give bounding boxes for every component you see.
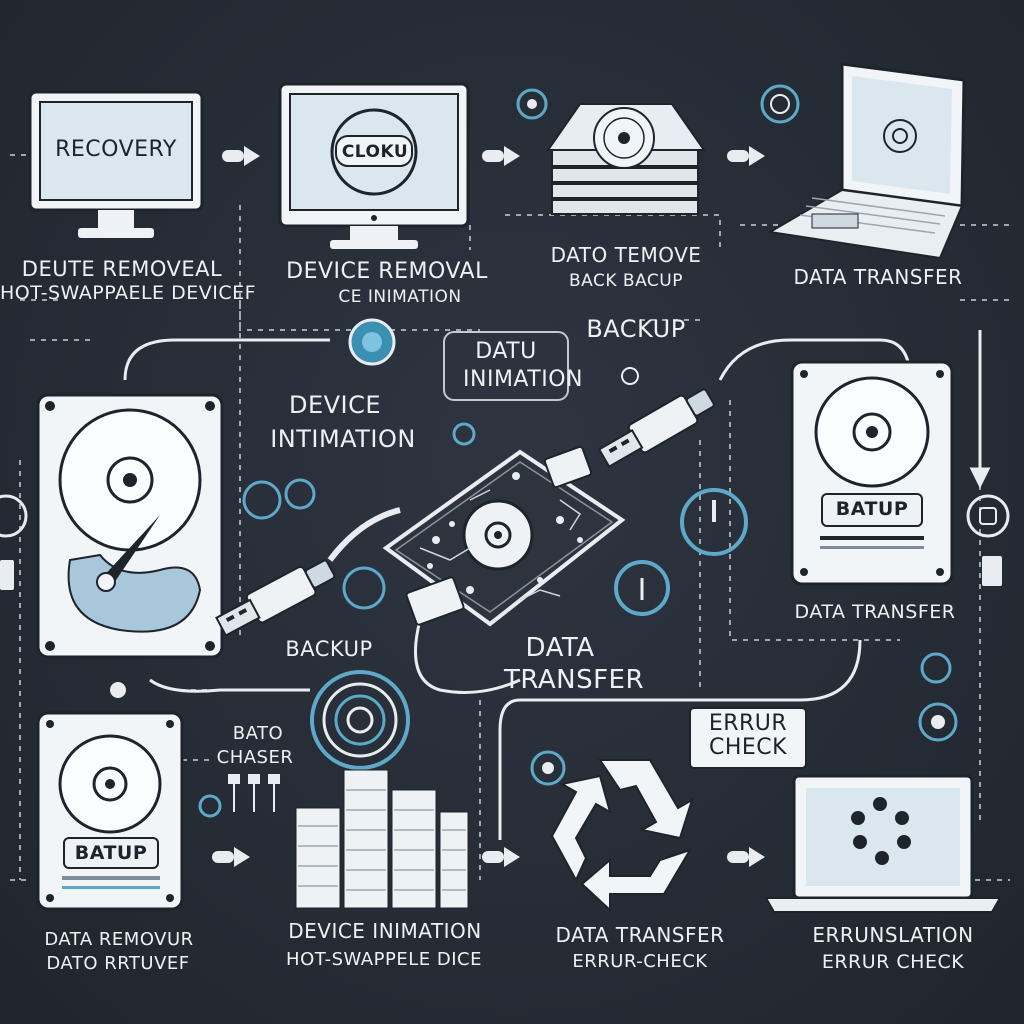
data-transfer-mid-line-2: Transfer [503,665,645,695]
target-icon [760,84,800,124]
target-icon [342,566,386,610]
error-check-line-2: Check [708,735,788,760]
flow-lines [123,330,991,840]
arrow-right-icons [212,146,765,867]
bottom-label-4-line-2: Errur Check [821,951,965,973]
arrow-right-icon [482,146,520,166]
data-transfer-right-label: Data Transfer [794,601,956,623]
device-intimation-line-2: Intimation [270,425,416,453]
arrow-right-icon [727,146,765,166]
step-label-1-line-1: Deute Removeal [21,257,223,281]
bato-chaser-line-1: Bato [232,723,284,744]
bottom-label-2-line-2: Hot-Swappele Dice [286,949,482,970]
monitor-icon [28,90,204,238]
target-icon [614,560,670,616]
arrow-right-icon [212,847,250,867]
bottom-label-3-line-2: Errur-Check [572,951,708,972]
target-icon [920,652,952,684]
bottom-label-4-line-1: Errunslation [812,923,974,947]
left-drive-label: Batup [74,842,148,864]
target-icon [621,367,639,385]
target-icon [110,682,126,698]
target-icon [918,702,958,742]
laptop-icon [764,774,1002,913]
arrow-right-icon [222,146,260,166]
target-icon [284,478,316,510]
arrow-right-icon [482,847,520,867]
recovery-screen-label: Recovery [55,137,177,162]
usb-plug-icon [597,388,715,469]
cloud-screen-label: Cloku [341,142,409,162]
usb-plug-icon [215,507,401,637]
laptop-icon [767,62,966,260]
target-icon [516,88,548,120]
target-icon [452,422,476,446]
right-drive-label: Batup [835,498,909,520]
step-label-3-line-1: Dato Temove [550,243,702,267]
step-label-3-line-2: Back Bacup [569,271,683,291]
bottom-label-2-line-1: Device Inimation [288,919,482,943]
step-label-1-line-2: Hot-Swappaele Devicef [0,282,257,304]
rack-marker-icons [0,556,1002,590]
target-icon [198,794,222,818]
step-label-2-line-2: ce Inimation [338,287,462,307]
data-transfer-mid-line-1: Data [525,633,595,663]
recycle-icon [550,759,694,913]
device-intimation-line-1: Device [288,391,382,419]
target-icon [966,494,1010,538]
bottom-label-1-line-2: Dato Rrtuvef [46,953,190,974]
hard-drive-icon [790,360,954,586]
backup-top-label: Backup [586,315,686,343]
datu-label-line-2: Inimation [463,367,583,392]
target-icon [0,494,28,538]
target-icon [680,488,748,556]
hard-drive-icon [36,711,184,911]
bottom-label-3-line-1: Data Transfer [555,923,725,947]
backup-mid-label: Backup [285,637,373,661]
cloud-monitor-icon [278,82,470,249]
circuit-board-icon [382,445,626,627]
server-stack-icon [295,670,469,909]
target-icon [530,750,566,786]
step-label-2-line-1: Device Removal [286,259,488,284]
connector-pins-icon [228,774,280,812]
target-icons [0,84,1010,818]
error-check-line-1: Errur [708,711,788,736]
target-icon [348,318,396,366]
target-icon [242,480,282,520]
hard-drive-icon [36,393,224,659]
bato-chaser-line-2: Chaser [216,747,294,768]
disc-stack-icon [546,103,706,215]
label-frames [443,331,569,401]
step-label-4: Data Transfer [793,265,963,289]
datu-label-line-1: Datu [475,339,537,364]
bottom-label-1-line-1: Data Removur [44,929,194,950]
error-check-box [689,707,807,769]
arrow-right-icon [727,847,765,867]
